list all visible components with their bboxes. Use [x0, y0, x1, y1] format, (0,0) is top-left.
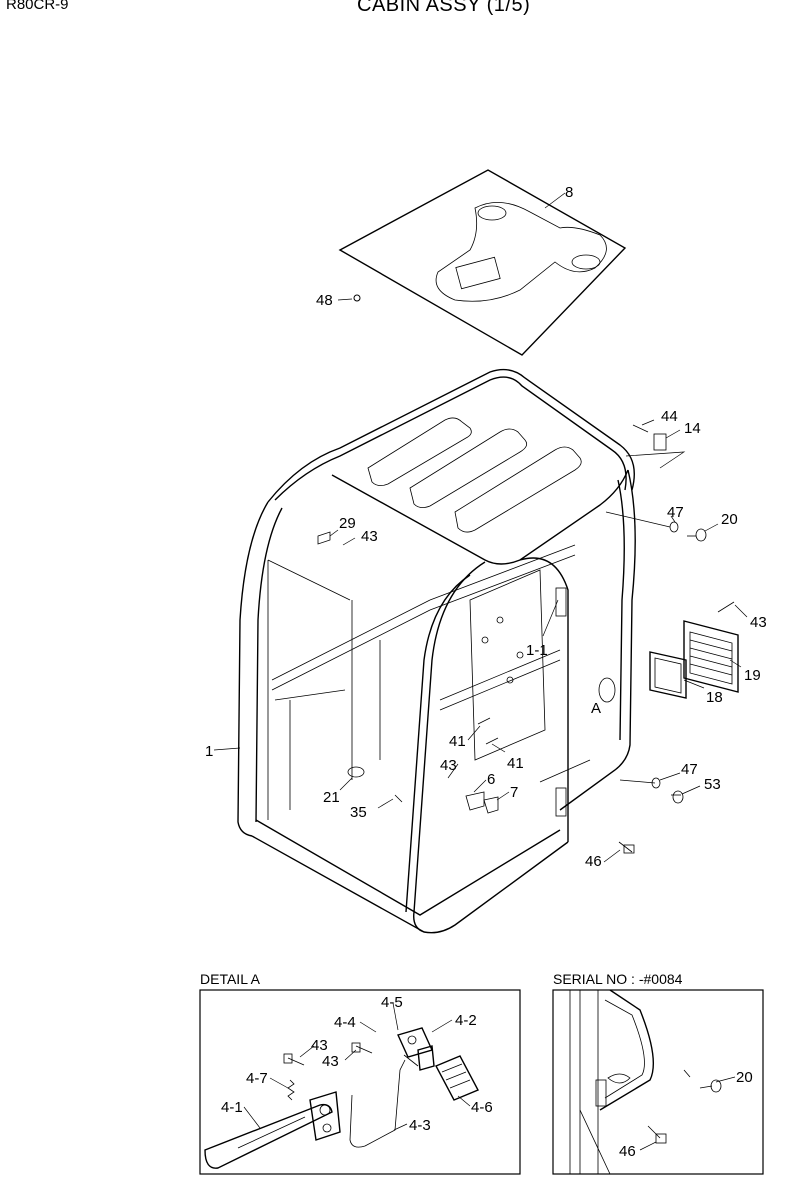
label-4-1: 4-1: [221, 1099, 243, 1116]
serial-heading: SERIAL NO : -#0084: [553, 971, 683, 987]
label-4-4: 4-4: [334, 1014, 356, 1031]
label-29: 29: [339, 515, 356, 532]
label-47-upper: 47: [667, 504, 684, 521]
label-4-5: 4-5: [381, 994, 403, 1011]
label-35: 35: [350, 804, 367, 821]
part-44-screw: [632, 424, 649, 433]
serial-panel: [552, 989, 764, 1175]
detail-a-panel: [199, 989, 521, 1175]
label-18: 18: [706, 689, 723, 706]
label-41-b: 41: [507, 755, 524, 772]
label-1: 1: [205, 743, 213, 760]
label-43-d: 43: [311, 1037, 328, 1054]
label-48: 48: [316, 292, 333, 309]
label-8: 8: [565, 184, 573, 201]
label-41-a: 41: [449, 733, 466, 750]
label-6: 6: [487, 771, 495, 788]
label-19: 19: [744, 667, 761, 684]
page-title: CABIN ASSY (1/5): [357, 0, 531, 16]
part-41-bolts: [477, 717, 499, 745]
label-7: 7: [510, 784, 518, 801]
detail-a-heading: DETAIL A: [200, 971, 261, 987]
part-53-cap: [671, 790, 684, 804]
part-19-louver: [683, 620, 739, 693]
model-code: R80CR-9: [6, 0, 69, 13]
part-14-bracket: [653, 433, 667, 451]
part-35-pin: [394, 794, 403, 803]
label-47-lower: 47: [681, 761, 698, 778]
label-4-6: 4-6: [471, 1099, 493, 1116]
part-6-7-brackets: [465, 791, 499, 814]
part-43-bolt-right: [717, 601, 735, 613]
label-43-c: 43: [440, 757, 457, 774]
label-20-upper: 20: [721, 511, 738, 528]
part-29-bracket: [317, 531, 331, 545]
label-44: 44: [661, 408, 678, 425]
label-4-7: 4-7: [246, 1070, 268, 1087]
label-1-1: 1-1: [526, 642, 548, 659]
part-20-cap-upper: [687, 528, 707, 542]
label-21: 21: [323, 789, 340, 806]
cabin-frame: [237, 368, 636, 934]
label-46: 46: [585, 853, 602, 870]
label-43-a: 43: [361, 528, 378, 545]
part-47-washer-upper: [669, 521, 679, 533]
label-43-b: 43: [750, 614, 767, 631]
label-43-e: 43: [322, 1053, 339, 1070]
leader-lines: [213, 192, 748, 863]
part-21-plate: [347, 766, 365, 778]
label-A: A: [591, 700, 601, 717]
label-serial-46: 46: [619, 1143, 636, 1160]
label-53: 53: [704, 776, 721, 793]
label-14: 14: [684, 420, 701, 437]
label-4-2: 4-2: [455, 1012, 477, 1029]
label-4-3: 4-3: [409, 1117, 431, 1134]
part-18-seal: [649, 651, 687, 699]
label-serial-20: 20: [736, 1069, 753, 1086]
roof-plate: [338, 169, 627, 356]
part-46-bolt: [618, 841, 635, 854]
